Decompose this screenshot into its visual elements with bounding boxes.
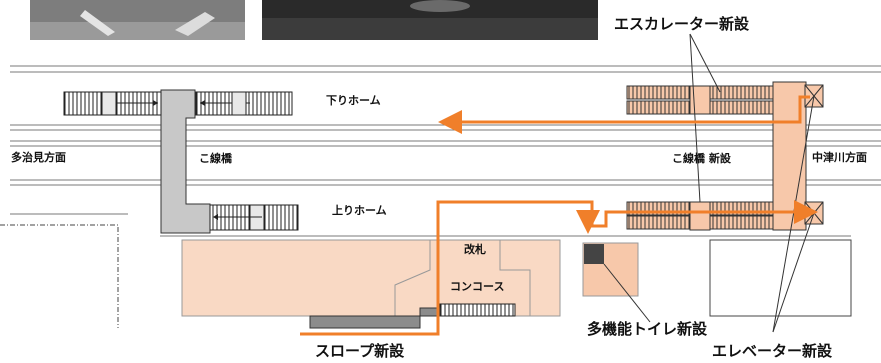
slope-new — [309, 307, 441, 329]
label-ticket-gate: 改札 — [464, 243, 486, 256]
label-slope-new: スロープ新設 — [315, 342, 405, 360]
concourse-building — [181, 239, 561, 317]
stairs-up-platform-existing — [209, 204, 299, 231]
route-arrow-toilet-drop — [576, 210, 600, 234]
label-concourse: コンコース — [450, 280, 505, 293]
stairs-down-platform-existing — [63, 91, 293, 116]
label-tajimi-direction: 多治見方面 — [11, 151, 66, 164]
label-multipurpose-toilet-new: 多機能トイレ新設 — [587, 320, 708, 338]
adjacent-building — [709, 239, 852, 317]
escalator-new-up-platform — [626, 201, 774, 231]
label-elevator-new: エレベーター新設 — [712, 342, 833, 360]
label-up-platform: 上りホーム — [332, 204, 387, 217]
multipurpose-toilet-new — [582, 242, 639, 297]
label-down-platform: 下りホーム — [326, 94, 381, 107]
photo-thumbnail-left — [30, 0, 245, 40]
boundary-line — [0, 224, 119, 328]
label-bridge-new: こ線橋 新設 — [672, 152, 731, 165]
escalator-new-down-platform — [626, 85, 774, 115]
label-nakatsugawa-direction: 中津川方面 — [812, 151, 867, 164]
label-bridge: こ線橋 — [199, 152, 232, 165]
existing-bridge — [160, 89, 211, 234]
label-escalator-new: エスカレーター新設 — [614, 15, 750, 33]
callout-lines — [603, 33, 815, 333]
photo-thumbnail-right — [262, 0, 598, 40]
